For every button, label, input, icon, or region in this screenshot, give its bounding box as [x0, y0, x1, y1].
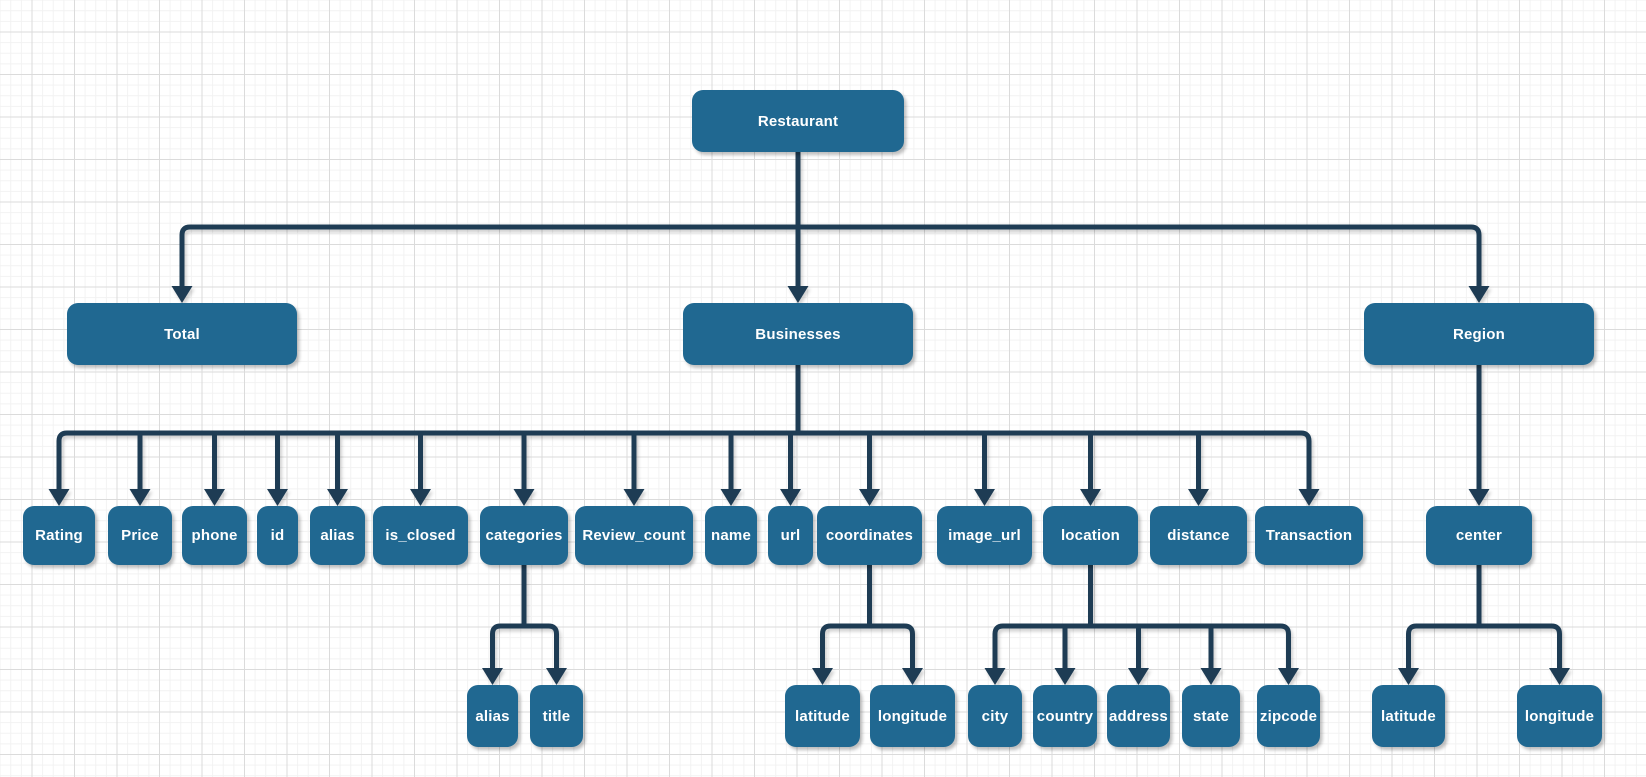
node-businesses[interactable]: Businesses — [683, 303, 913, 365]
node-location-zipcode[interactable]: zipcode — [1257, 685, 1320, 747]
node-label: location — [1060, 527, 1121, 544]
node-label: categories — [485, 527, 563, 544]
node-label: Region — [1452, 325, 1506, 343]
node-label: longitude — [1524, 707, 1595, 725]
node-coordinates-latitude[interactable]: latitude — [785, 685, 860, 747]
node-restaurant[interactable]: Restaurant — [692, 90, 904, 152]
edge-bus-coordinates — [820, 623, 915, 673]
node-label: image_url — [948, 527, 1021, 544]
edge-bus-level1 — [179, 224, 1482, 291]
node-label: Businesses — [755, 325, 841, 343]
node-phone[interactable]: phone — [182, 506, 247, 565]
node-label: Review_count — [582, 527, 686, 544]
node-categories-alias[interactable]: alias — [467, 685, 518, 747]
node-id[interactable]: id — [257, 506, 298, 565]
node-label: country — [1036, 707, 1094, 725]
node-location-address[interactable]: address — [1107, 685, 1170, 747]
node-review-count[interactable]: Review_count — [575, 506, 693, 565]
edge-trunks — [521, 152, 1482, 626]
node-label: alias — [320, 527, 355, 544]
edge-bus-center — [1406, 623, 1562, 673]
node-label: city — [981, 707, 1009, 725]
node-label: Rating — [35, 527, 83, 544]
node-center[interactable]: center — [1426, 506, 1532, 565]
node-label: Total — [164, 325, 200, 343]
node-categories[interactable]: categories — [480, 506, 568, 565]
node-region[interactable]: Region — [1364, 303, 1594, 365]
node-distance[interactable]: distance — [1150, 506, 1247, 565]
edge-bus-categories — [490, 623, 559, 673]
node-label: address — [1109, 707, 1168, 725]
node-label: coordinates — [825, 527, 914, 544]
node-total[interactable]: Total — [67, 303, 297, 365]
node-alias[interactable]: alias — [310, 506, 365, 565]
node-center-longitude[interactable]: longitude — [1517, 685, 1602, 747]
edge-bus-businesses-drops — [137, 433, 1201, 494]
node-price[interactable]: Price — [108, 506, 172, 565]
node-label: title — [542, 707, 571, 725]
node-url[interactable]: url — [768, 506, 813, 565]
node-location[interactable]: location — [1043, 506, 1138, 565]
node-label: Transaction — [1265, 527, 1353, 544]
node-location-country[interactable]: country — [1033, 685, 1097, 747]
node-label: id — [270, 527, 285, 544]
node-transaction[interactable]: Transaction — [1255, 506, 1363, 565]
node-label: latitude — [795, 707, 850, 725]
node-location-state[interactable]: state — [1182, 685, 1240, 747]
node-label: Restaurant — [757, 112, 839, 130]
node-coordinates-longitude[interactable]: longitude — [870, 685, 955, 747]
edge-bus-location — [992, 623, 1291, 673]
arrowheads-level1 — [171, 286, 1490, 303]
node-image-url[interactable]: image_url — [937, 506, 1032, 565]
arrowheads-level2 — [48, 489, 1490, 506]
node-label: zipcode — [1259, 707, 1318, 725]
node-coordinates[interactable]: coordinates — [817, 506, 922, 565]
node-label: longitude — [877, 707, 948, 725]
node-label: distance — [1167, 527, 1230, 544]
node-is-closed[interactable]: is_closed — [373, 506, 468, 565]
node-label: Price — [121, 527, 159, 544]
node-label: phone — [191, 527, 238, 544]
arrowheads-level3 — [482, 668, 1570, 685]
node-label: latitude — [1381, 707, 1436, 725]
node-label: url — [780, 527, 801, 544]
node-label: name — [711, 527, 751, 544]
node-label: is_closed — [385, 527, 456, 544]
node-name[interactable]: name — [705, 506, 757, 565]
node-label: state — [1192, 707, 1230, 725]
node-label: alias — [475, 707, 510, 725]
node-categories-title[interactable]: title — [530, 685, 583, 747]
node-label: center — [1455, 527, 1503, 544]
node-rating[interactable]: Rating — [23, 506, 95, 565]
edge-bus-location-drops — [1062, 626, 1214, 673]
node-location-city[interactable]: city — [968, 685, 1022, 747]
edge-bus-businesses — [56, 430, 1312, 494]
node-center-latitude[interactable]: latitude — [1372, 685, 1445, 747]
